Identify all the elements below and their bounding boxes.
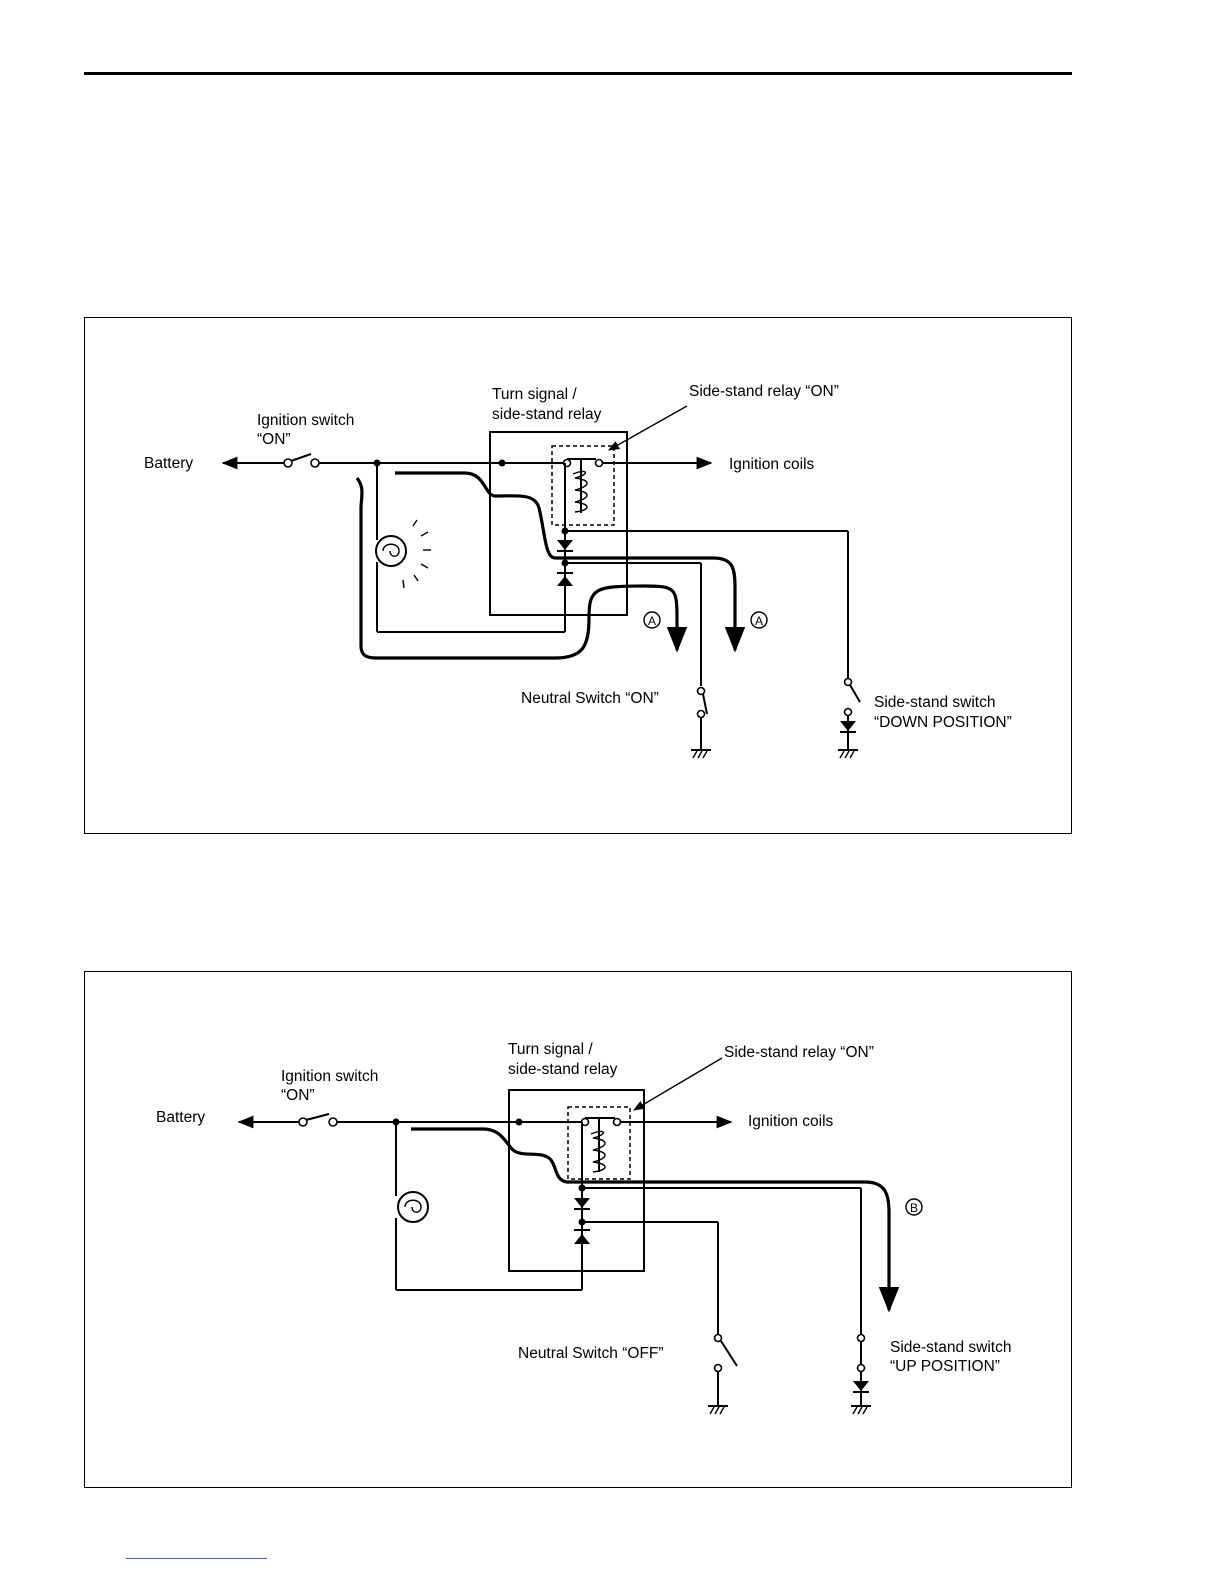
side-stand-relay-box <box>567 1106 631 1180</box>
diagram-1-circuit: A A Turn signal / side-stand relay Side-… <box>144 383 1012 759</box>
turn-signal-relay-label-1: Turn signal / <box>508 1041 593 1058</box>
battery-label: Battery <box>144 455 193 472</box>
neutral-switch <box>691 686 711 759</box>
marker-a-text: A <box>648 614 656 628</box>
ignition-coils-label: Ignition coils <box>748 1113 834 1130</box>
turn-signal-relay-box <box>489 431 628 616</box>
side-stand-relay-label: Side-stand relay “ON” <box>724 1044 874 1061</box>
battery-label: Battery <box>156 1109 205 1126</box>
ignition-switch-label-1: Ignition switch <box>281 1068 378 1085</box>
indicator-lamp <box>395 1122 582 1291</box>
battery-wire <box>237 1113 519 1129</box>
diodes <box>574 1184 862 1334</box>
relay-leader-line <box>633 1057 723 1111</box>
current-flow-path-1 <box>355 477 688 660</box>
relay-coil <box>519 1115 733 1188</box>
ignition-switch-label-2: “ON” <box>257 431 291 448</box>
ignition-coils-label: Ignition coils <box>729 456 815 473</box>
side-stand-relay-label: Side-stand relay “ON” <box>689 383 839 400</box>
side-stand-switch-label-2: “DOWN POSITION” <box>874 714 1012 731</box>
diagram-2-circuit: B Turn signal / side-stand relay Side-st… <box>156 1041 1011 1415</box>
neutral-switch <box>708 1333 738 1415</box>
ignition-switch-label-2: “ON” <box>281 1087 315 1104</box>
turn-signal-relay-label-1: Turn signal / <box>492 386 577 403</box>
turn-signal-relay-label-2: side-stand relay <box>508 1061 618 1078</box>
side-stand-switch-label-1: Side-stand switch <box>890 1339 1011 1356</box>
side-stand-switch <box>851 1333 871 1415</box>
current-flow-path-b <box>411 1127 900 1313</box>
side-stand-switch <box>838 677 861 759</box>
ignition-switch-label-1: Ignition switch <box>257 412 354 429</box>
relay-leader-line <box>608 405 688 451</box>
flow-marker-b: B <box>905 1198 923 1216</box>
indicator-lamp <box>375 463 566 633</box>
current-flow-path-2 <box>395 471 746 653</box>
bottom-link-underline <box>126 1558 267 1559</box>
neutral-switch-label: Neutral Switch “OFF” <box>518 1345 664 1362</box>
marker-b-text: B <box>910 1201 918 1215</box>
diodes <box>557 523 849 686</box>
neutral-switch-label: Neutral Switch “ON” <box>521 690 659 707</box>
relay-coil <box>502 456 713 531</box>
battery-wire <box>221 453 503 470</box>
diagram-2-panel: B Turn signal / side-stand relay Side-st… <box>84 971 1072 1488</box>
top-rule <box>84 72 1072 75</box>
flow-marker-a-2: A <box>750 611 768 629</box>
side-stand-relay-box <box>551 445 615 526</box>
turn-signal-relay-label-2: side-stand relay <box>492 406 602 423</box>
flow-marker-a-1: A <box>643 611 661 629</box>
diagram-1-panel: A A Turn signal / side-stand relay Side-… <box>84 317 1072 834</box>
marker-a-text: A <box>755 614 763 628</box>
side-stand-switch-label-2: “UP POSITION” <box>890 1358 1000 1375</box>
side-stand-switch-label-1: Side-stand switch <box>874 694 995 711</box>
